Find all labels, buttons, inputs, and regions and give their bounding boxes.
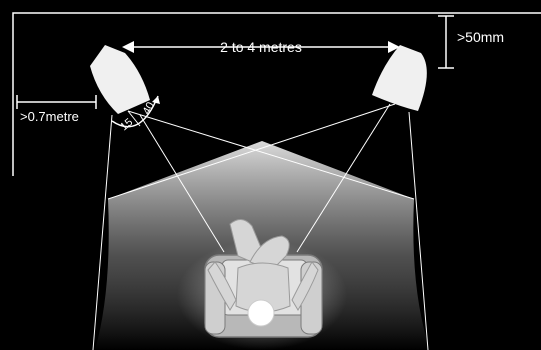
wall-clearance-label: >0.7metre	[20, 109, 79, 124]
room-wall-outline	[12, 12, 541, 176]
right-aim-line	[296, 103, 391, 253]
toe-in-angle-arc	[111, 95, 159, 128]
spacing-arrow-right-icon	[388, 41, 400, 53]
right-coverage-line	[408, 111, 429, 350]
left-aim-line	[139, 114, 225, 253]
ceiling-clearance-label: >50mm	[457, 29, 504, 45]
speaker-spacing-label: 2 to 4 metres	[220, 39, 302, 55]
listener-figure	[207, 219, 319, 327]
toe-in-max-label: 40	[141, 100, 157, 116]
toe-in-min-label: 15	[118, 116, 135, 133]
right-cross-line	[107, 103, 396, 200]
left-coverage-line	[92, 114, 113, 350]
toe-in-arrow-icon	[152, 96, 160, 104]
right-speaker-icon	[372, 45, 427, 111]
left-cross-line	[127, 110, 415, 200]
toe-in-separator	[127, 110, 141, 127]
spacing-arrow-left-icon	[122, 41, 134, 53]
left-speaker-icon	[90, 45, 150, 114]
